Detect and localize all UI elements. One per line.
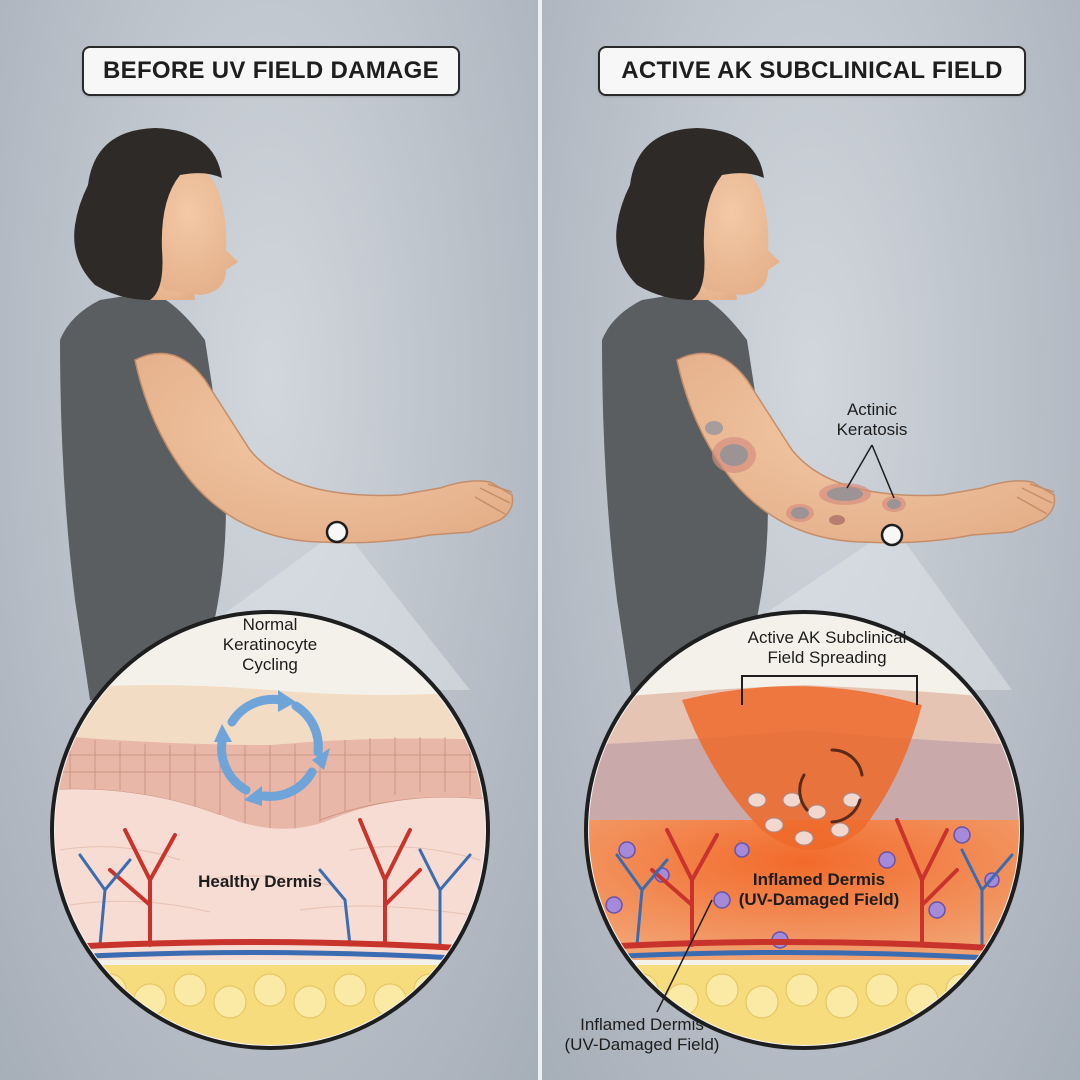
- location-marker: [880, 523, 904, 547]
- fingers: [1016, 483, 1055, 515]
- fingers: [474, 483, 513, 515]
- after-illustration: [584, 128, 1056, 1050]
- blood-vessels: [55, 818, 485, 963]
- panel-title-before: BEFORE UV FIELD DAMAGE: [82, 46, 460, 96]
- keratinocyte-cells: [55, 737, 485, 830]
- atypical-keratinocytes: [747, 792, 862, 846]
- panel-divider: [538, 0, 542, 1080]
- disrupted-cycle-icon: [798, 748, 864, 824]
- cycle-arrowheads: [214, 690, 330, 806]
- inflamed-dermis-label-inner: Inflamed Dermis (UV-Damaged Field): [738, 870, 900, 909]
- blood-vessels: [589, 818, 1019, 963]
- hair: [74, 128, 222, 300]
- lesion-pointer-lines: [846, 444, 895, 499]
- arm: [134, 352, 514, 544]
- magnifier-border: [584, 610, 1024, 1050]
- magnifier-border: [50, 610, 490, 1050]
- collagen-fibers: [59, 846, 481, 916]
- stratum-corneum: [55, 685, 485, 745]
- panel-after: ACTIVE AK SUBCLINICAL FIELD Actinic Kera…: [542, 0, 1080, 1080]
- healthy-dermis: [55, 789, 485, 960]
- location-marker: [325, 520, 349, 544]
- healthy-dermis-label: Healthy Dermis: [198, 872, 322, 891]
- cycle-arrows-icon: [217, 694, 323, 801]
- actinic-keratosis-lesions: [705, 421, 906, 525]
- before-illustration: [50, 128, 514, 1050]
- hair: [616, 128, 764, 300]
- spread-bracket: [741, 675, 918, 705]
- keratinocyte-cycling-label: Normal Keratinocyte Cycling: [222, 615, 318, 674]
- outer-label-pointer: [656, 899, 713, 1013]
- actinic-keratosis-label: Actinic Keratosis: [836, 400, 908, 439]
- immune-cells: [605, 826, 1000, 949]
- subclinical-field: [682, 686, 922, 850]
- arm: [676, 352, 1056, 544]
- panel-title-after: ACTIVE AK SUBCLINICAL FIELD: [598, 46, 1026, 96]
- panel-before: BEFORE UV FIELD DAMAGE Normal Keratinocy…: [0, 0, 538, 1080]
- inflamed-dermis-label-outer: Inflamed Dermis (UV-Damaged Field): [564, 1015, 720, 1054]
- field-spreading-label: Active AK Subclinical Field Spreading: [747, 628, 907, 667]
